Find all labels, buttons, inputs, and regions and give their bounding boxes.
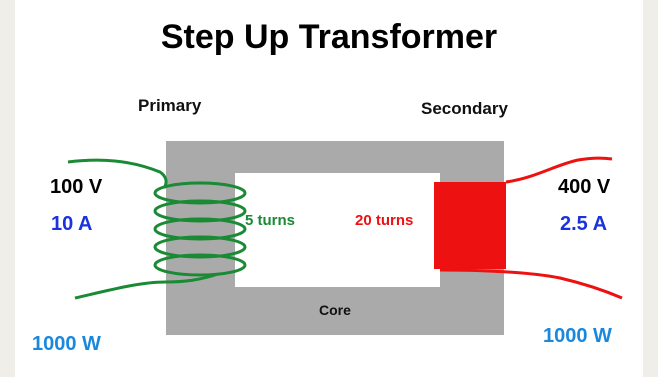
primary-turns-label: 5 turns [245,212,296,229]
secondary-coil [434,182,506,269]
secondary-turns-label: 20 turns [355,212,414,229]
secondary-power: 1000 W [543,325,612,347]
primary-voltage: 100 V [50,176,103,198]
secondary-output-wire-bottom [439,268,623,300]
page-title: Step Up Transformer [160,18,498,56]
secondary-label: Secondary [421,99,508,118]
primary-coil [153,181,247,277]
core-label: Core [319,302,351,318]
primary-input-wire-top [67,158,168,189]
secondary-output-wire-top [505,156,613,184]
secondary-voltage: 400 V [558,176,611,198]
transformer-core [166,141,504,335]
primary-input-wire-bottom [74,272,219,300]
primary-current: 10 A [51,213,93,235]
secondary-current: 2.5 A [560,213,608,235]
primary-power: 1000 W [32,333,101,355]
primary-label: Primary [138,96,202,115]
